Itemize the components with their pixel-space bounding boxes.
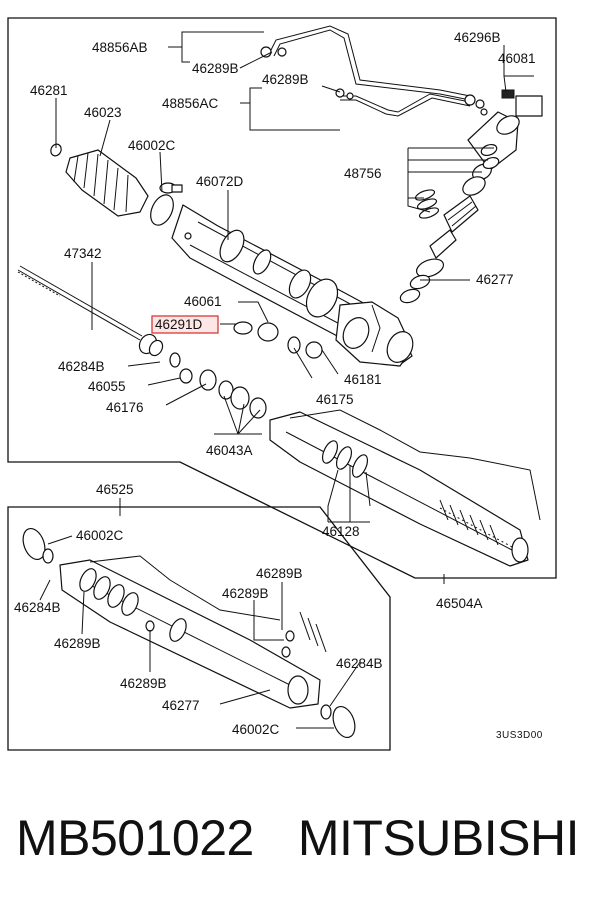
- highlight-46291D: [151, 315, 219, 334]
- label-46289B-c: 46289B: [256, 566, 303, 581]
- label-46291D: 46291D: [155, 317, 203, 332]
- label-46043A: 46043A: [206, 443, 253, 458]
- label-46176: 46176: [106, 400, 144, 415]
- label-46277-a: 46277: [476, 272, 514, 287]
- label-47342: 47342: [64, 246, 102, 261]
- label-48856AC: 48856AC: [162, 96, 219, 111]
- valve-body: [335, 301, 414, 367]
- part-number: MB501022: [16, 810, 254, 866]
- main-frame: [7, 17, 557, 579]
- pressure-lines: [260, 25, 488, 117]
- tie-rod-47342: [17, 265, 164, 357]
- label-46277-b: 46277: [162, 698, 200, 713]
- rack-assembly-46504A: [269, 409, 541, 567]
- leader-lines: [39, 31, 534, 729]
- label-46175: 46175: [316, 392, 354, 407]
- brand-name: MITSUBISHI: [297, 810, 580, 866]
- label-46181: 46181: [344, 372, 382, 387]
- label-46284B-c: 46284B: [336, 656, 383, 671]
- label-46128: 46128: [322, 524, 360, 539]
- label-48856AB: 48856AB: [92, 40, 148, 55]
- boot-46023: [65, 149, 149, 217]
- label-46289B-b: 46289B: [262, 72, 309, 87]
- label-46289B-e: 46289B: [54, 636, 101, 651]
- pinion-seals-48756: [414, 143, 500, 219]
- label-46002C-c: 46002C: [232, 722, 280, 737]
- label-46023: 46023: [84, 105, 122, 120]
- part-labels: 48856AB 46289B 46289B 48856AC 46296B 460…: [14, 30, 543, 741]
- label-46081: 46081: [498, 51, 536, 66]
- label-46289B-a: 46289B: [192, 61, 239, 76]
- label-46504A: 46504A: [436, 596, 483, 611]
- label-46002C-b: 46002C: [76, 528, 124, 543]
- label-46072D: 46072D: [196, 174, 244, 189]
- label-46289B-g: 46289B: [120, 676, 167, 691]
- subassembly-frame: [7, 506, 391, 751]
- label-46281: 46281: [30, 83, 68, 98]
- clip-46281: [50, 143, 62, 157]
- label-46284B-a: 46284B: [58, 359, 105, 374]
- label-46525: 46525: [96, 482, 134, 497]
- figure-code: 3US3D00: [496, 730, 543, 741]
- label-48756: 48756: [344, 166, 382, 181]
- subassembly-46525: [22, 527, 356, 739]
- label-46055: 46055: [88, 379, 126, 394]
- label-46296B: 46296B: [454, 30, 501, 45]
- product-caption: MB501022 MITSUBISHI: [16, 808, 596, 878]
- label-46284B-b: 46284B: [14, 600, 61, 615]
- boot-clamp-46002C: [150, 182, 183, 226]
- label-46002C-a: 46002C: [128, 138, 176, 153]
- label-46061: 46061: [184, 294, 222, 309]
- seal-parts: [169, 321, 323, 419]
- label-46289B-d: 46289B: [222, 586, 269, 601]
